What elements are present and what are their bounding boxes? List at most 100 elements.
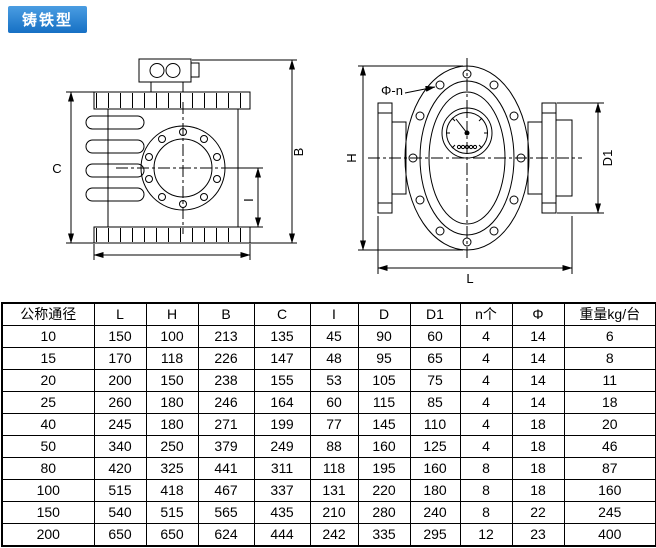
side-view bbox=[358, 58, 604, 274]
table-cell: 226 bbox=[197, 347, 255, 370]
table-cell: 624 bbox=[197, 523, 255, 547]
table-cell: 20 bbox=[1, 369, 95, 392]
table-cell: 246 bbox=[197, 391, 255, 414]
table-cell: 40 bbox=[1, 413, 95, 436]
table-cell: 77 bbox=[309, 413, 359, 436]
table-cell: 249 bbox=[253, 435, 311, 458]
table-cell: 4 bbox=[459, 325, 513, 348]
dim-label-b: B bbox=[291, 148, 306, 157]
dimension-i bbox=[226, 167, 263, 228]
table-cell: 280 bbox=[357, 501, 411, 524]
table-cell: 200 bbox=[93, 369, 147, 392]
table-cell: 199 bbox=[253, 413, 311, 436]
table-cell: 335 bbox=[357, 523, 411, 547]
table-cell: 418 bbox=[145, 479, 199, 502]
table-cell: 160 bbox=[563, 479, 656, 502]
table-cell: 379 bbox=[197, 435, 255, 458]
table-cell: 467 bbox=[197, 479, 255, 502]
dimension-h bbox=[358, 65, 463, 251]
table-cell: 14 bbox=[511, 347, 565, 370]
dimension-labels: C B I Φ-n H D1 L bbox=[52, 83, 615, 286]
table-cell: 105 bbox=[357, 369, 411, 392]
table-header-cell: 重量kg/台 bbox=[563, 302, 656, 326]
table-cell: 87 bbox=[563, 457, 656, 480]
dim-label-c: C bbox=[52, 161, 61, 176]
table-cell: 337 bbox=[253, 479, 311, 502]
table-header-cell: I bbox=[309, 302, 359, 326]
bottom-flange bbox=[93, 226, 251, 244]
table-cell: 45 bbox=[309, 325, 359, 348]
center-lines bbox=[368, 58, 582, 258]
dim-label-h: H bbox=[344, 153, 359, 162]
table-cell: 155 bbox=[253, 369, 311, 392]
table-cell: 180 bbox=[145, 413, 199, 436]
table-cell: 135 bbox=[253, 325, 311, 348]
table-cell: 118 bbox=[309, 457, 359, 480]
table-header-cell: n个 bbox=[459, 302, 513, 326]
table-cell: 8 bbox=[563, 347, 656, 370]
table-cell: 115 bbox=[357, 391, 411, 414]
table-cell: 48 bbox=[309, 347, 359, 370]
table-cell: 95 bbox=[357, 347, 411, 370]
type-badge-label: 铸铁型 bbox=[22, 12, 74, 29]
drawings-svg: C B I Φ-n H D1 L bbox=[52, 58, 615, 286]
table-cell: 60 bbox=[409, 325, 461, 348]
dimension-bottom-width bbox=[93, 244, 251, 260]
table-cell: 50 bbox=[1, 435, 95, 458]
front-view bbox=[66, 58, 297, 260]
table-cell: 60 bbox=[309, 391, 359, 414]
table-cell: 100 bbox=[1, 479, 95, 502]
table-cell: 18 bbox=[511, 457, 565, 480]
table-cell: 46 bbox=[563, 435, 656, 458]
table-header-cell: L bbox=[93, 302, 147, 326]
table-cell: 242 bbox=[309, 523, 359, 547]
table-cell: 22 bbox=[511, 501, 565, 524]
top-flange bbox=[93, 91, 251, 110]
table-cell: 88 bbox=[309, 435, 359, 458]
table-cell: 271 bbox=[197, 413, 255, 436]
table-cell: 444 bbox=[253, 523, 311, 547]
table-header-cell: B bbox=[197, 302, 255, 326]
table-cell: 245 bbox=[93, 413, 147, 436]
table-cell: 160 bbox=[357, 435, 411, 458]
table-cell: 400 bbox=[563, 523, 656, 547]
dim-label-i: I bbox=[241, 198, 256, 202]
type-badge: 铸铁型 bbox=[8, 6, 88, 33]
table-cell: 10 bbox=[1, 325, 95, 348]
table-cell: 213 bbox=[197, 325, 255, 348]
dimension-b bbox=[192, 59, 297, 244]
table-cell: 14 bbox=[511, 391, 565, 414]
table-cell: 195 bbox=[357, 457, 411, 480]
dimension-l bbox=[377, 216, 573, 274]
table-cell: 245 bbox=[563, 501, 656, 524]
table-cell: 164 bbox=[253, 391, 311, 414]
table-cell: 295 bbox=[409, 523, 461, 547]
table-cell: 515 bbox=[93, 479, 147, 502]
dim-label-l: L bbox=[466, 271, 473, 286]
table-cell: 85 bbox=[409, 391, 461, 414]
table-cell: 8 bbox=[459, 501, 513, 524]
table-cell: 12 bbox=[459, 523, 513, 547]
table-cell: 131 bbox=[309, 479, 359, 502]
table-cell: 80 bbox=[1, 457, 95, 480]
table-header-cell: 公称通径 bbox=[1, 302, 95, 326]
table-cell: 160 bbox=[409, 457, 461, 480]
table-cell: 250 bbox=[145, 435, 199, 458]
table-cell: 18 bbox=[511, 413, 565, 436]
table-cell: 53 bbox=[309, 369, 359, 392]
table-cell: 260 bbox=[93, 391, 147, 414]
table-cell: 4 bbox=[459, 435, 513, 458]
table-cell: 145 bbox=[357, 413, 411, 436]
table-cell: 210 bbox=[309, 501, 359, 524]
table-cell: 18 bbox=[563, 391, 656, 414]
table-cell: 20 bbox=[563, 413, 656, 436]
table-cell: 4 bbox=[459, 369, 513, 392]
dimension-d1 bbox=[557, 102, 604, 214]
